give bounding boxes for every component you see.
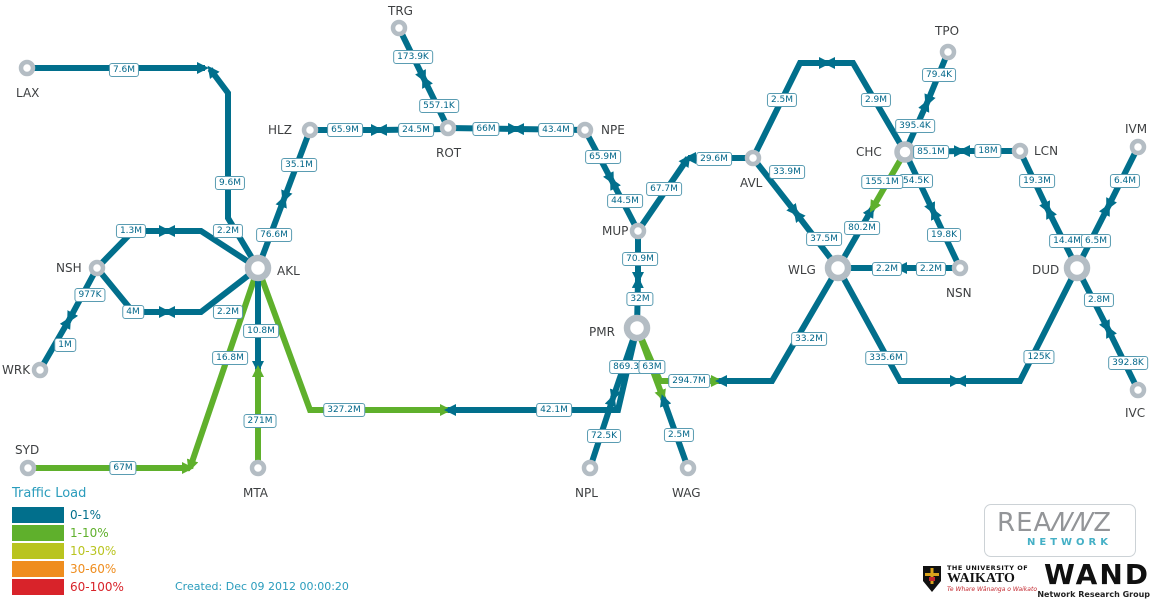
legend-entry: 0-1% bbox=[12, 506, 124, 523]
legend-label: 30-60% bbox=[70, 561, 117, 576]
node-WRK[interactable] bbox=[31, 361, 49, 379]
link-mup-avl-a[interactable] bbox=[635, 154, 691, 233]
link-npe-mup-b[interactable] bbox=[609, 177, 641, 233]
link-lax-akl-b[interactable] bbox=[207, 65, 261, 270]
link-avl-wlg-a[interactable] bbox=[750, 156, 799, 217]
node-TPO[interactable] bbox=[939, 43, 957, 61]
node-MUP[interactable] bbox=[629, 222, 647, 240]
legend-swatch bbox=[12, 560, 64, 577]
node-IVM[interactable] bbox=[1129, 138, 1147, 156]
link-wlg-dud-b[interactable] bbox=[954, 266, 1080, 387]
node-TRG[interactable] bbox=[390, 19, 408, 37]
link-nsh-akl-up-a[interactable] bbox=[94, 225, 171, 271]
link-avl-chc-b[interactable] bbox=[823, 57, 908, 154]
legend-entry: 1-10% bbox=[12, 524, 124, 541]
legend-label: 0-1% bbox=[70, 507, 102, 522]
reannz-part2: NN bbox=[1047, 508, 1099, 538]
node-AVL[interactable] bbox=[744, 149, 762, 167]
link-nsn-chc-a[interactable] bbox=[930, 207, 963, 270]
node-IVC[interactable] bbox=[1129, 381, 1147, 399]
link-hlz-rot-b[interactable] bbox=[375, 123, 449, 136]
legend-swatch bbox=[12, 542, 64, 559]
reannz-network-label: NETWORK bbox=[1027, 537, 1113, 548]
node-DUD[interactable] bbox=[1063, 254, 1091, 282]
node-NPE[interactable] bbox=[576, 121, 594, 139]
node-NSH[interactable] bbox=[88, 259, 106, 277]
link-nsh-akl-low-b[interactable] bbox=[163, 265, 260, 318]
waikato-shield-icon bbox=[923, 565, 941, 592]
node-ROT[interactable] bbox=[439, 119, 457, 137]
link-pmr-wlg-b[interactable] bbox=[715, 266, 841, 387]
link-tpo-chc-a[interactable] bbox=[924, 50, 951, 107]
link-nsh-wrk-b[interactable] bbox=[37, 316, 72, 372]
waikato-line2: WAIKATO bbox=[947, 571, 1015, 586]
node-MTA[interactable] bbox=[249, 459, 267, 477]
legend-entry: 10-30% bbox=[12, 542, 124, 559]
legend-title: Traffic Load bbox=[12, 486, 87, 501]
wand-wordmark: WAND bbox=[1044, 558, 1150, 591]
waikato-line3: Te Whare Wānanga o Waikato bbox=[947, 586, 1037, 593]
node-AKL[interactable] bbox=[244, 254, 272, 282]
link-nsh-wrk-a[interactable] bbox=[66, 266, 100, 324]
node-NSN[interactable] bbox=[951, 259, 969, 277]
node-NPL[interactable] bbox=[581, 459, 599, 477]
link-akl-hlz-b[interactable] bbox=[281, 128, 313, 203]
link-akl-pmr-a[interactable] bbox=[255, 266, 452, 416]
node-WAG[interactable] bbox=[679, 459, 697, 477]
reannz-part1: REA bbox=[997, 508, 1053, 538]
node-SYD[interactable] bbox=[19, 459, 37, 477]
link-nsh-akl-low-a[interactable] bbox=[94, 266, 171, 318]
wand-logo: WAND Network Research Group bbox=[1036, 558, 1150, 600]
legend-label: 10-30% bbox=[70, 543, 117, 558]
node-CHC[interactable] bbox=[894, 141, 916, 163]
reannz-wordmark: REANNZ bbox=[997, 508, 1125, 538]
reannz-part3: Z bbox=[1093, 508, 1112, 538]
link-npe-mup-a[interactable] bbox=[582, 128, 615, 185]
link-wlg-dud-a[interactable] bbox=[835, 266, 962, 387]
link-syd-akl-b[interactable] bbox=[186, 267, 261, 472]
waikato-logo: THE UNIVERSITY OF WAIKATO Te Whare Wānan… bbox=[922, 564, 1037, 593]
legend-swatch bbox=[12, 578, 64, 595]
legend-rows: 0-1% 1-10% 10-30% 30-60% 60-100% bbox=[12, 506, 124, 595]
legend-swatch bbox=[12, 524, 64, 541]
legend-swatch bbox=[12, 506, 64, 523]
legend-entry: 60-100% bbox=[12, 578, 124, 595]
link-lcn-dud-a[interactable] bbox=[1017, 149, 1051, 214]
link-avl-chc-a[interactable] bbox=[750, 57, 831, 160]
link-ivm-dud-a[interactable] bbox=[1105, 145, 1141, 211]
legend-label: 1-10% bbox=[70, 525, 109, 540]
link-trg-rot-a[interactable] bbox=[396, 26, 427, 83]
node-PMR[interactable] bbox=[623, 314, 651, 342]
traffic-load-legend: Traffic Load 0-1% 1-10% 10-30% 30-60% 60-100… bbox=[12, 486, 124, 596]
node-HLZ[interactable] bbox=[301, 121, 319, 139]
waikato-line1: THE UNIVERSITY OF bbox=[947, 564, 1029, 572]
link-rot-npe-b[interactable] bbox=[512, 123, 586, 136]
link-nsh-akl-up-b[interactable] bbox=[163, 225, 260, 271]
legend-entry: 30-60% bbox=[12, 560, 124, 577]
node-LAX[interactable] bbox=[18, 59, 36, 77]
created-timestamp: Created: Dec 09 2012 00:00:20 bbox=[175, 580, 349, 593]
node-LCN[interactable] bbox=[1011, 142, 1029, 160]
wand-subtitle: Network Research Group bbox=[1037, 590, 1150, 599]
link-akl-pmr-b[interactable] bbox=[444, 327, 640, 416]
reannz-logo: REANNZ NETWORK bbox=[984, 504, 1136, 557]
node-WLG[interactable] bbox=[824, 254, 852, 282]
link-dud-ivc-b[interactable] bbox=[1105, 325, 1141, 392]
link-rot-npe-a[interactable] bbox=[447, 122, 520, 135]
legend-label: 60-100% bbox=[70, 579, 124, 594]
link-pmr-wag-b[interactable] bbox=[660, 394, 691, 470]
